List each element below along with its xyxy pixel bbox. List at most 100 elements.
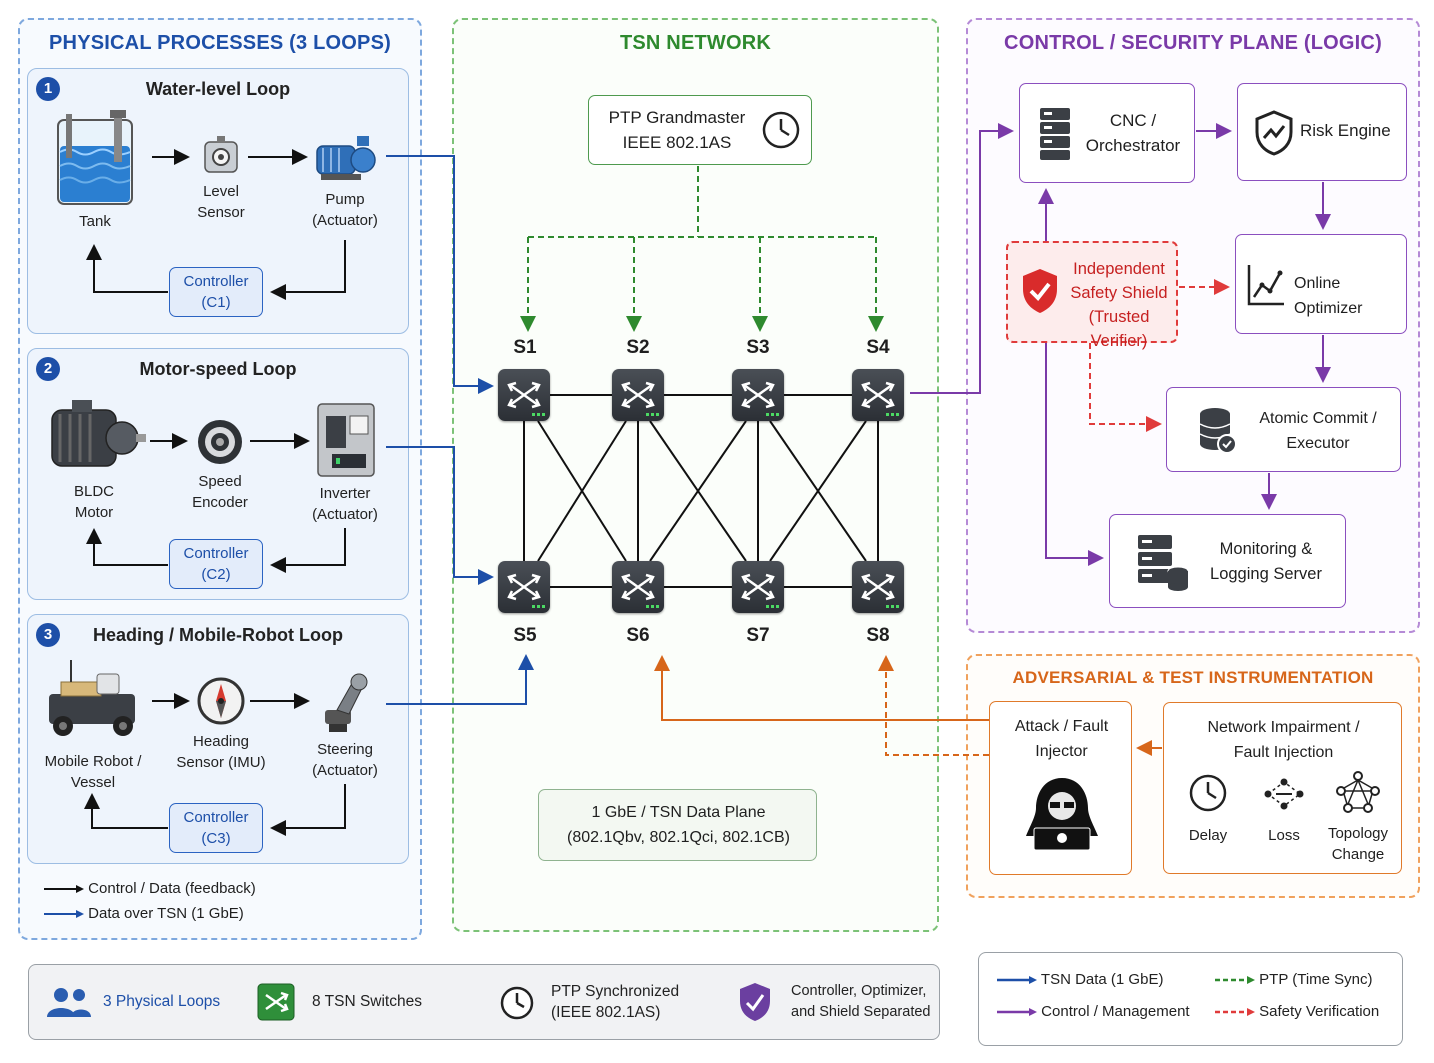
loss-label: Loss [1268, 827, 1300, 844]
database-check-icon [1199, 408, 1237, 454]
adversarial-panel-title: ADVERSARIAL & TEST INSTRUMENTATION [1012, 668, 1374, 687]
switch-s2 [612, 369, 664, 421]
legend-ptp: PTP (Time Sync) [1215, 971, 1373, 988]
controller-c1: Controller (C1) [169, 267, 263, 317]
switch-s3 [732, 369, 784, 421]
optimizer-chart-icon [1247, 265, 1284, 306]
switch-icon [861, 573, 899, 608]
users-icon [47, 988, 91, 1017]
hacker-icon [1026, 778, 1098, 851]
legend-label: Control / Data (feedback) [88, 880, 256, 897]
device-label: Tank [79, 213, 111, 230]
robot-icon [49, 660, 135, 736]
red-dashed-arrow-icon [1215, 1008, 1255, 1017]
mobile-robot-device: Mobile Robot / Vessel [38, 660, 148, 793]
switch-icon [621, 381, 659, 416]
ptp-grandmaster-box: PTP Grandmaster IEEE 802.1AS [588, 95, 812, 165]
green-dashed-arrow-icon [1215, 976, 1255, 985]
tsn-panel-title: TSN NETWORK [619, 32, 772, 54]
line-legend: TSN Data (1 GbE) PTP (Time Sync) Control… [978, 952, 1403, 1046]
control-panel-title: CONTROL / SECURITY PLANE (LOGIC) [1004, 32, 1382, 54]
loop-title: Motor-speed Loop [139, 359, 297, 379]
packet-loss-icon [1264, 778, 1304, 810]
optimizer-label: Online Optimizer [1294, 275, 1363, 317]
impairment-label: Network Impairment / Fault Injection [1207, 719, 1360, 761]
cnc-orchestrator-box: CNC / Orchestrator [1019, 83, 1195, 183]
legend-control-mgmt: Control / Management [997, 1003, 1190, 1020]
topology-label: Topology Change [1327, 825, 1389, 863]
monitoring-box: Monitoring & Logging Server [1109, 514, 1346, 608]
footer-loops: 3 Physical Loops [103, 993, 221, 1010]
clock-icon [762, 111, 800, 149]
atomic-label: Atomic Commit / Executor [1259, 410, 1377, 452]
summary-footer: 3 Physical Loops 8 TSN Switches PTP Sync… [28, 964, 940, 1040]
switch-icon [741, 381, 779, 416]
safety-shield-box: Independent Safety Shield (Trusted Verif… [1006, 241, 1178, 350]
legend-safety: Safety Verification [1215, 1003, 1379, 1020]
data-plane-box: 1 GbE / TSN Data Plane (802.1Qbv, 802.1Q… [538, 789, 817, 861]
loop-title: Heading / Mobile-Robot Loop [93, 625, 343, 645]
loop-number-badge: 3 [36, 623, 60, 647]
device-label: Mobile Robot / Vessel [44, 753, 142, 791]
logging-server-icon [1138, 535, 1189, 591]
safety-shield-icon [1023, 269, 1057, 313]
switch-icon [741, 573, 779, 608]
ptp-clock-icon [500, 986, 534, 1020]
controller-label: Controller (C2) [183, 545, 249, 583]
device-label: Steering (Actuator) [312, 741, 378, 779]
device-label: Heading Sensor (IMU) [176, 733, 266, 771]
switch-label-s5: S5 [513, 625, 537, 646]
attack-injector-box: Attack / Fault Injector [989, 701, 1132, 875]
ptp-label: PTP Grandmaster IEEE 802.1AS [608, 108, 746, 152]
switch-s6 [612, 561, 664, 613]
device-label: BLDC Motor [73, 483, 114, 521]
online-optimizer-box: Online Optimizer [1235, 234, 1407, 334]
steering-actuator-icon [325, 673, 368, 732]
switch-label-s7: S7 [746, 625, 770, 646]
footer-ptp: PTP Synchronized (IEEE 802.1AS) [551, 983, 680, 1021]
switch-s5 [498, 561, 550, 613]
switch-s8 [852, 561, 904, 613]
switch-s1 [498, 369, 550, 421]
switch-label-s1: S1 [513, 337, 537, 358]
footer-separated: Controller, Optimizer, and Shield Separa… [791, 983, 931, 1020]
level-sensor-icon [204, 136, 238, 173]
switch-icon [507, 381, 545, 416]
switch-label-s2: S2 [626, 337, 650, 358]
steering-device: Steering (Actuator) [305, 672, 385, 781]
loop-title: Water-level Loop [145, 79, 291, 99]
device-label: Pump (Actuator) [312, 191, 378, 229]
black-arrow-icon [44, 885, 84, 894]
switch-icon [861, 381, 899, 416]
legend-label: Data over TSN (1 GbE) [88, 905, 244, 922]
switch-label-s3: S3 [746, 337, 770, 358]
delay-label: Delay [1188, 827, 1228, 844]
cnc-label: CNC / Orchestrator [1085, 111, 1181, 155]
delay-clock-icon [1189, 774, 1227, 812]
speed-encoder-device: Speed Encoder [182, 418, 258, 513]
switch-icon [621, 573, 659, 608]
physical-panel-title: PHYSICAL PROCESSES (3 LOOPS) [49, 32, 391, 54]
legend-control-data: Control / Data (feedback) [44, 880, 256, 897]
controller-label: Controller (C1) [183, 273, 249, 311]
shield-separated-icon [740, 983, 770, 1021]
legend-tsn-data: TSN Data (1 GbE) [997, 971, 1163, 988]
purple-arrow-icon [997, 1008, 1037, 1017]
shield-risk-icon [1255, 110, 1293, 156]
bldc-motor-device: BLDC Motor [42, 396, 146, 523]
switch-icon [507, 573, 545, 608]
switch-label-s4: S4 [866, 337, 890, 358]
data-plane-label: 1 GbE / TSN Data Plane (802.1Qbv, 802.1Q… [567, 804, 790, 846]
switch-s4 [852, 369, 904, 421]
legend-data-tsn: Data over TSN (1 GbE) [44, 905, 244, 922]
risk-engine-box: Risk Engine [1237, 83, 1407, 181]
monitoring-label: Monitoring & Logging Server [1210, 540, 1322, 583]
blue-arrow-icon [997, 976, 1037, 985]
loop-number-badge: 1 [36, 77, 60, 101]
inverter-device: Inverter (Actuator) [305, 402, 385, 525]
legend-label: TSN Data (1 GbE) [1040, 971, 1164, 988]
legend-label: PTP (Time Sync) [1259, 971, 1373, 988]
pump-icon [316, 136, 376, 180]
level-sensor-device: Level Sensor [186, 136, 256, 223]
device-label: Level Sensor [197, 183, 245, 221]
